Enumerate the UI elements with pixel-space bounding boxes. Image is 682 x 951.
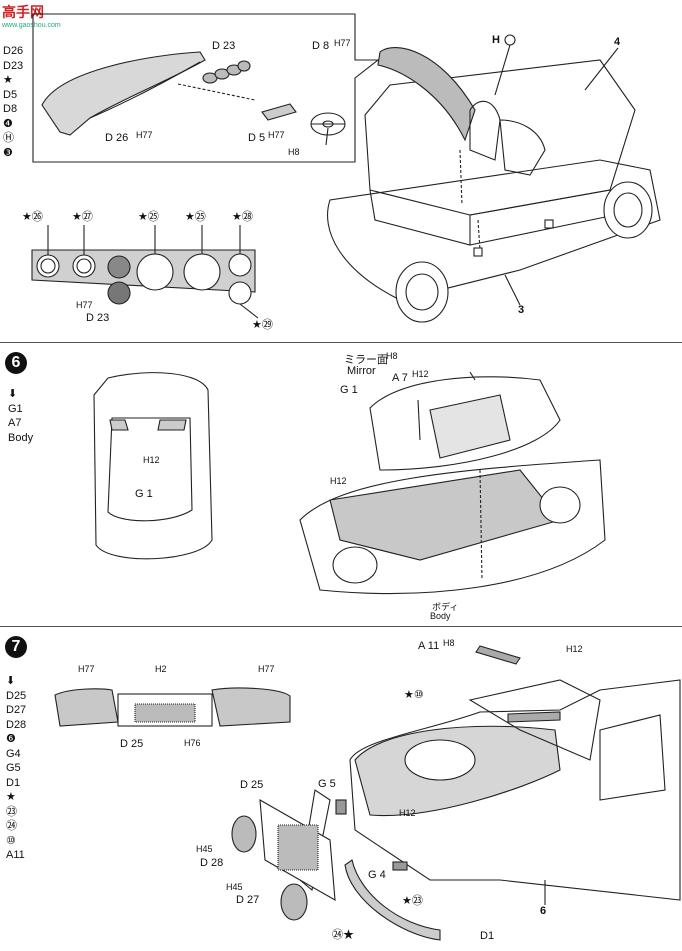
inset-frame xyxy=(32,13,380,163)
part-list-item: G5 xyxy=(6,762,21,774)
part-label: G 1 xyxy=(340,384,358,396)
decal-mark: ★㉖ xyxy=(22,211,43,223)
paint-code: H77 xyxy=(268,130,285,140)
step7-part-list: ⬇ D25 D27 D28 ❻ G4 G5 D1 ★ ㉓ ㉔ ⑩ A11 xyxy=(6,675,26,864)
part-list-item: Body xyxy=(8,431,34,444)
paint-code: H77 xyxy=(258,664,275,674)
paint-code: H2 xyxy=(155,664,167,674)
part-label: D 23 xyxy=(212,40,236,52)
callout-step: 6 xyxy=(540,905,547,917)
part-list-item: D28 xyxy=(6,718,27,731)
decal-mark: ★㉕ xyxy=(138,211,159,223)
part-label: G 5 xyxy=(318,778,336,790)
part-list-item: G1 xyxy=(8,402,23,415)
part-label: D 28 xyxy=(200,857,224,869)
part-label: D 5 xyxy=(248,132,266,144)
part-list-item: ❻ xyxy=(6,733,16,745)
part-label: D1 xyxy=(480,930,495,942)
part-label: A 7 xyxy=(392,372,408,384)
step6-part-list: ⬇ G1 A7 Body xyxy=(8,388,33,446)
part-label: D 25 xyxy=(240,779,264,791)
decal-mark: ★㉗ xyxy=(72,211,93,223)
paint-code: H77 xyxy=(136,130,153,140)
part-list-item: Ⓗ xyxy=(3,132,14,144)
part-list-item: D25 xyxy=(6,689,27,702)
part-list-item: ⬇ xyxy=(8,388,18,400)
steering-wheel xyxy=(310,112,346,146)
paint-code: H45 xyxy=(196,844,213,854)
paint-code: H45 xyxy=(226,882,243,892)
paint-code: H12 xyxy=(566,644,583,654)
car-front-view xyxy=(231,645,681,941)
decal-mark: ★㉘ xyxy=(232,211,253,223)
paint-code: H12 xyxy=(412,369,429,379)
part-label: G 1 xyxy=(135,488,153,500)
decal-mark: ★㉙ xyxy=(252,319,273,331)
gauge-cluster-small xyxy=(202,60,251,84)
part-list-item: A7 xyxy=(8,417,22,429)
decal-mark: ★㉓ xyxy=(402,895,423,907)
step-number: 6 xyxy=(5,352,27,374)
part-list-item: D23 xyxy=(3,59,24,72)
part-list-item: A11 xyxy=(6,849,25,861)
steering-column xyxy=(261,103,297,121)
watermark-url: www.gaoshou.com xyxy=(2,22,61,29)
paint-code: H77 xyxy=(76,300,93,310)
decal-mark: ㉔★ xyxy=(332,929,354,941)
part-label: A 11 xyxy=(418,640,440,652)
paint-code: H76 xyxy=(184,738,201,748)
part-label: Mirror xyxy=(347,365,376,377)
step-divider xyxy=(0,626,682,627)
decal-mark: ★㉕ xyxy=(185,211,206,223)
body-3d-view xyxy=(299,371,606,595)
body-top-view xyxy=(93,372,213,560)
paint-code: H8 xyxy=(443,638,455,648)
part-label: D 8 xyxy=(312,40,330,52)
part-list-item: ㉔ xyxy=(6,820,17,832)
part-label: D 23 xyxy=(86,312,110,324)
step-divider xyxy=(0,342,682,343)
gauge-panel xyxy=(31,225,259,319)
part-label: D 26 xyxy=(105,132,129,144)
part-list-item: ❸ xyxy=(3,146,13,159)
callout-h: H xyxy=(492,34,500,46)
callout-step: 3 xyxy=(518,304,525,316)
part-list-item: ★ xyxy=(6,791,16,803)
part-list-item: ★ xyxy=(3,74,13,86)
decal-mark: ★⑩ xyxy=(404,689,424,701)
paint-code: H77 xyxy=(334,38,351,48)
part-list-item: ⑩ xyxy=(6,834,16,847)
part-list-item: ⬇ xyxy=(6,675,16,687)
label-jp: ボディ xyxy=(432,602,459,612)
paint-code: H12 xyxy=(143,455,160,465)
paint-code: H8 xyxy=(386,351,398,361)
callout-step: 4 xyxy=(614,36,621,48)
paint-code: H8 xyxy=(288,147,300,157)
paint-code: H77 xyxy=(78,664,95,674)
step-number: 7 xyxy=(5,636,27,658)
front-panel-top xyxy=(54,687,291,727)
part-list-item: ❹ xyxy=(3,117,13,130)
dashboard-part xyxy=(41,51,206,136)
part-list-item: D1 xyxy=(6,776,21,789)
paint-code: H12 xyxy=(399,808,416,818)
part-label: G 4 xyxy=(368,869,386,881)
paint-code: H12 xyxy=(330,476,347,486)
part-list-item: D8 xyxy=(3,103,18,115)
part-list-item: D5 xyxy=(3,88,18,101)
part-label: D 25 xyxy=(120,738,144,750)
part-label: Body xyxy=(430,611,451,621)
part-list-item: G4 xyxy=(6,747,21,760)
part-list-item: D27 xyxy=(6,704,27,716)
part-list-item: D26 xyxy=(3,45,24,57)
label-jp: ミラー面 xyxy=(344,354,388,366)
part-list-item: ㉓ xyxy=(6,805,17,818)
part-label: D 27 xyxy=(236,894,260,906)
chassis-body xyxy=(326,34,661,323)
step5-part-list: D26 D23 ★ D5 D8 ❹ Ⓗ ❸ xyxy=(3,45,23,161)
